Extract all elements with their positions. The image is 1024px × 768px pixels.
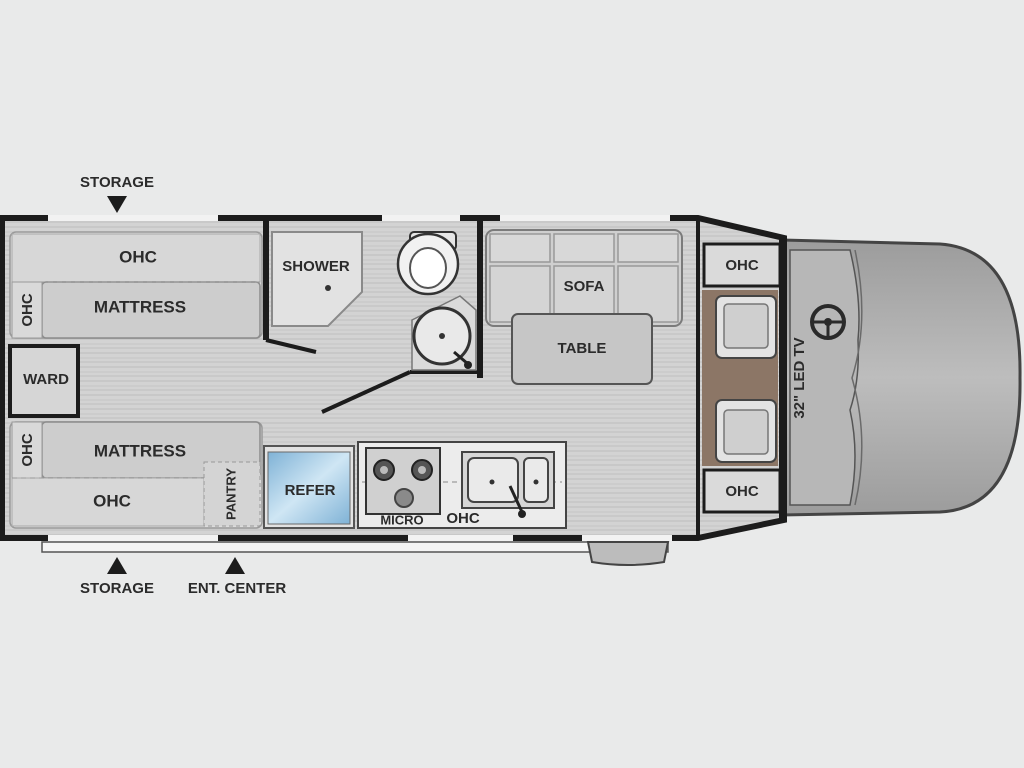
storage-top-label: STORAGE: [80, 174, 154, 191]
windshield-line: [851, 249, 863, 506]
rear-bedroom: OHC MATTRESS OHC WARD OHC MATTRESS OHC P…: [8, 231, 263, 529]
galley: REFER MICRO OHC: [263, 441, 567, 529]
window-bottom-1: [48, 535, 218, 541]
triangle-up-icon-ent: [225, 557, 245, 574]
table-label: TABLE: [558, 340, 607, 357]
ohc-rear-top-box: [11, 233, 261, 283]
sofa-seat-2: [553, 265, 615, 323]
window-bottom-3: [582, 535, 672, 541]
dinette: SOFA TABLE: [485, 229, 683, 385]
triangle-up-icon: [107, 557, 127, 574]
shower-drain-icon: [325, 285, 331, 291]
toilet-icon: [396, 231, 460, 296]
window-top-3: [500, 215, 670, 221]
window-top-1: [48, 215, 218, 221]
driver-seat: [715, 295, 777, 359]
ohc-galley-label: OHC: [446, 510, 480, 527]
ohc-front-bottom-label: OHC: [725, 483, 759, 500]
ward-label: WARD: [23, 371, 69, 388]
ent-center-label: ENT. CENTER: [188, 580, 287, 597]
refer-door: [267, 451, 351, 525]
pantry-box: [203, 461, 261, 527]
double-sink-icon: [461, 451, 555, 518]
ohc-side-bottom-label: OHC: [19, 433, 36, 467]
sofa-back-cushion-2: [553, 233, 615, 263]
passenger-seat: [715, 399, 777, 463]
triangle-down-icon: [107, 196, 127, 213]
table-box: [511, 313, 653, 385]
awning-rail: [41, 541, 669, 553]
tv-label: 32" LED TV: [791, 337, 808, 418]
sofa-back-cushion-3: [617, 233, 679, 263]
window-top-2: [382, 215, 460, 221]
ohc-rear-bottom-label: OHC: [93, 491, 131, 510]
mattress-bottom-label: MATTRESS: [94, 441, 186, 460]
ohc-side-top-label: OHC: [19, 293, 36, 327]
shower-box: [271, 231, 363, 327]
steering-wheel-icon: [810, 304, 846, 340]
ohc-front-top-label: OHC: [725, 257, 759, 274]
pantry-label: PANTRY: [223, 468, 238, 520]
exterior-labels: STORAGE STORAGE ENT. CENTER: [80, 174, 286, 597]
wardrobe-box: [8, 344, 80, 418]
mattress-top-label: MATTRESS: [94, 297, 186, 316]
stove-icon: [365, 447, 441, 515]
window-bottom-2: [408, 535, 513, 541]
bath-door-right: [321, 370, 411, 414]
ohc-rear-top-label: OHC: [119, 247, 157, 266]
ohc-front-bottom-box: [702, 468, 782, 514]
shower-label: SHOWER: [282, 258, 350, 275]
micro-label: MICRO: [380, 512, 423, 527]
cab: [780, 238, 1022, 517]
ohc-side-top-box: [11, 281, 43, 339]
ohc-rear-bottom-box: [11, 477, 205, 527]
sink-icon: [411, 295, 477, 371]
bathroom: SHOWER: [263, 220, 483, 414]
refer-label: REFER: [285, 482, 336, 499]
bath-door-left: [265, 338, 317, 354]
entry-step: [586, 541, 670, 566]
sofa-label: SOFA: [564, 278, 605, 295]
ohc-front-top-box: [702, 242, 782, 288]
sofa-back-cushion-1: [489, 233, 551, 263]
storage-bottom-label: STORAGE: [80, 580, 154, 597]
front-area: OHC OHC 32" LED TV: [696, 220, 808, 536]
sofa-seat-3: [617, 265, 679, 323]
